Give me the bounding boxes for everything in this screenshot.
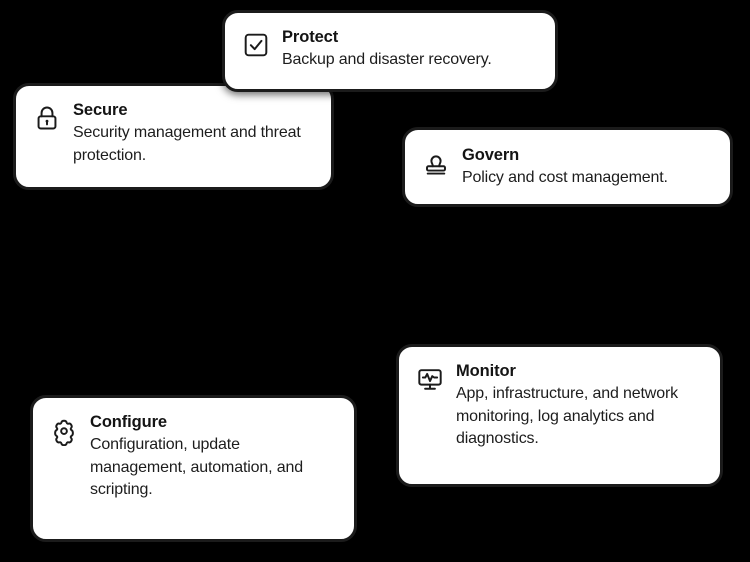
checkbox-checked-icon [241, 30, 271, 60]
card-govern-text: Govern Policy and cost management. [462, 144, 714, 190]
card-protect-description: Backup and disaster recovery. [282, 51, 492, 68]
stamp-icon [421, 149, 451, 179]
gear-icon [49, 416, 79, 446]
card-secure[interactable]: Secure Security management and threat pr… [13, 83, 334, 190]
card-configure[interactable]: Configure Configuration, update manageme… [30, 395, 357, 542]
card-protect[interactable]: Protect Backup and disaster recovery. [222, 10, 558, 92]
card-configure-title: Configure [90, 413, 168, 431]
card-monitor-description: App, infrastructure, and network monitor… [456, 385, 678, 447]
card-protect-text: Protect Backup and disaster recovery. [282, 27, 539, 72]
card-secure-description: Security management and threat protectio… [73, 124, 301, 164]
card-configure-description: Configuration, update management, automa… [90, 436, 303, 498]
card-govern-title: Govern [462, 146, 520, 164]
card-secure-title: Secure [73, 101, 128, 119]
card-secure-text: Secure Security management and threat pr… [73, 100, 315, 167]
card-protect-title: Protect [282, 28, 339, 46]
card-monitor[interactable]: Monitor App, infrastructure, and network… [396, 344, 723, 487]
card-monitor-title: Monitor [456, 362, 516, 380]
lock-icon [32, 103, 62, 133]
card-govern[interactable]: Govern Policy and cost management. [402, 127, 733, 207]
card-govern-description: Policy and cost management. [462, 169, 668, 186]
monitor-pulse-icon [415, 364, 445, 394]
card-configure-text: Configure Configuration, update manageme… [90, 412, 338, 502]
card-monitor-text: Monitor App, infrastructure, and network… [456, 361, 704, 451]
